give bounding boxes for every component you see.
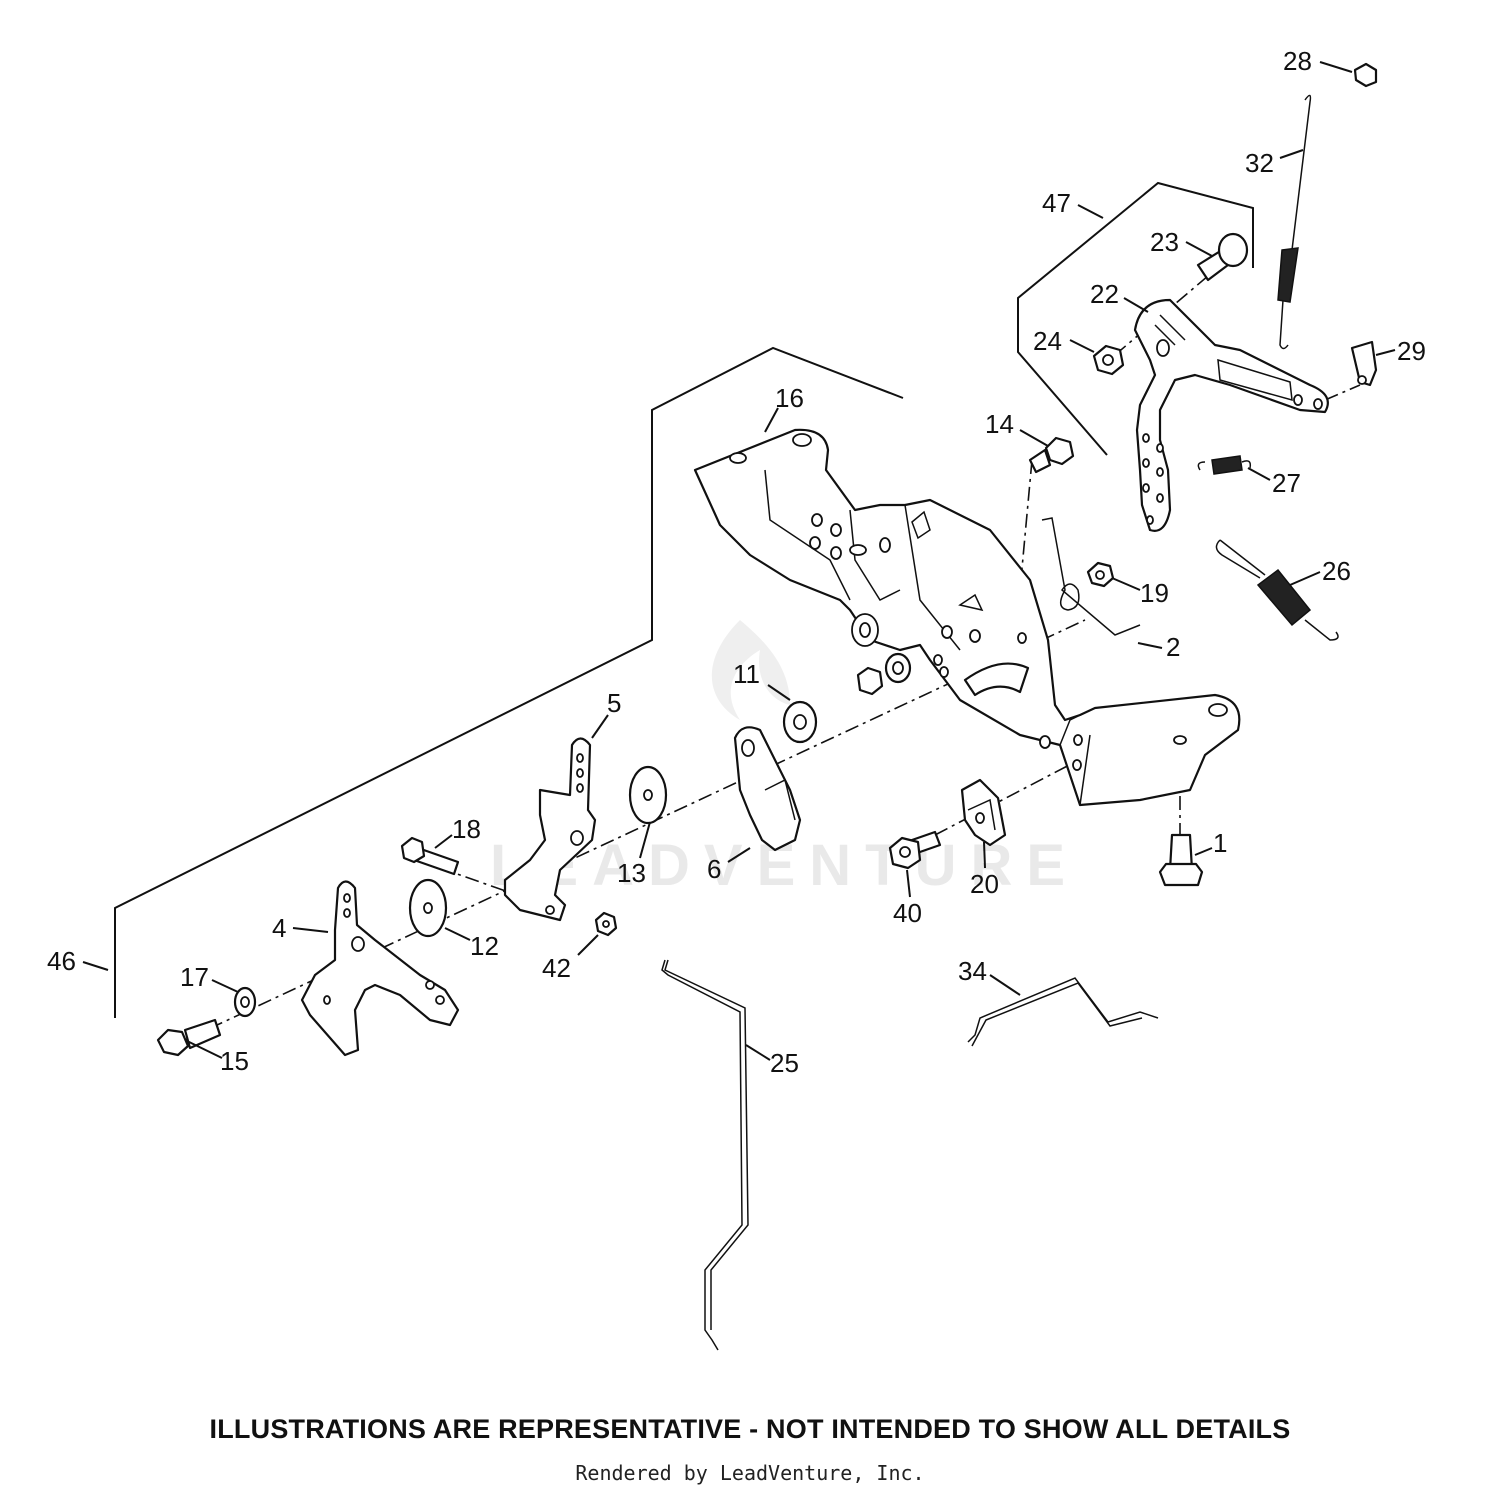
- svg-text:27: 27: [1272, 468, 1301, 498]
- callout-6: 6: [707, 847, 751, 884]
- callout-29: 29: [1375, 336, 1426, 366]
- callout-27: 27: [1247, 467, 1301, 498]
- part-40-bolt: [888, 830, 942, 870]
- svg-text:15: 15: [220, 1046, 249, 1076]
- svg-text:40: 40: [893, 898, 922, 928]
- callout-26: 26: [1289, 556, 1351, 586]
- callout-28: 28: [1283, 46, 1353, 76]
- callout-12: 12: [444, 927, 499, 961]
- part-34-rod: [967, 977, 1159, 1047]
- axis-40: [934, 761, 1076, 836]
- part-27-spring: [1197, 455, 1252, 475]
- part-19-nut: [1086, 561, 1115, 588]
- bracket-46: [114, 346, 904, 1018]
- svg-text:4: 4: [272, 913, 286, 943]
- part-12-washer: [408, 878, 448, 938]
- part-32-spring: [1277, 94, 1312, 350]
- svg-text:32: 32: [1245, 148, 1274, 178]
- callout-13: 13: [617, 821, 651, 888]
- svg-text:5: 5: [607, 688, 621, 718]
- svg-text:34: 34: [958, 956, 987, 986]
- callout-2: 2: [1137, 632, 1180, 662]
- part-22-arm: [1133, 298, 1329, 532]
- callout-22: 22: [1090, 279, 1149, 313]
- callout-15: 15: [184, 1039, 249, 1076]
- callout-32: 32: [1245, 148, 1304, 178]
- svg-text:25: 25: [770, 1048, 799, 1078]
- callout-18: 18: [434, 814, 481, 849]
- callout-14: 14: [985, 409, 1049, 447]
- svg-text:14: 14: [985, 409, 1014, 439]
- part-13-washer: [628, 765, 668, 825]
- callout-19: 19: [1111, 577, 1169, 608]
- svg-text:2: 2: [1166, 632, 1180, 662]
- axis-18: [439, 867, 561, 911]
- svg-text:6: 6: [707, 854, 721, 884]
- bracket-47: [1017, 181, 1254, 456]
- svg-text:47: 47: [1042, 188, 1071, 218]
- callout-20: 20: [970, 841, 999, 899]
- svg-text:11: 11: [733, 659, 760, 689]
- callout-17: 17: [180, 962, 239, 993]
- callout-4: 4: [272, 913, 329, 943]
- callout-46: 46: [47, 946, 109, 976]
- part-25-rod: [661, 959, 749, 1351]
- part-2-spring: [1041, 517, 1141, 636]
- callout-24: 24: [1033, 326, 1095, 356]
- part-23-pin: [1196, 232, 1249, 282]
- svg-text:22: 22: [1090, 279, 1119, 309]
- part-16-plate: [693, 428, 1241, 807]
- callouts: 1 2 4 5 6 11 12 13 14 15 16 17 18 19 20 …: [47, 46, 1426, 1078]
- svg-text:29: 29: [1397, 336, 1426, 366]
- part-26-spring: [1215, 539, 1339, 641]
- part-42-nut: [594, 911, 618, 937]
- svg-text:46: 46: [47, 946, 76, 976]
- svg-text:12: 12: [470, 931, 499, 961]
- svg-text:1: 1: [1213, 828, 1227, 858]
- svg-text:20: 20: [970, 869, 999, 899]
- part-1-bolt: [1158, 833, 1204, 887]
- svg-text:13: 13: [617, 858, 646, 888]
- part-17-washer: [233, 986, 257, 1018]
- callout-34: 34: [958, 956, 1021, 996]
- svg-text:17: 17: [180, 962, 209, 992]
- svg-text:23: 23: [1150, 227, 1179, 257]
- part-15-bolt: [156, 1018, 222, 1057]
- part-14-bolt: [1028, 436, 1075, 474]
- callout-23: 23: [1150, 227, 1213, 257]
- part-4-lever: [300, 880, 460, 1057]
- part-24-nut: [1092, 344, 1125, 376]
- svg-text:42: 42: [542, 953, 571, 983]
- callout-42: 42: [542, 934, 599, 983]
- callout-5: 5: [591, 688, 621, 739]
- credit-text: Rendered by LeadVenture, Inc.: [575, 1461, 925, 1485]
- callout-1: 1: [1194, 828, 1227, 858]
- part-28-bolt: [1353, 62, 1378, 88]
- part-nut-bushing: [856, 652, 912, 696]
- svg-text:19: 19: [1140, 578, 1169, 608]
- callout-40: 40: [893, 869, 922, 928]
- part-29-clip: [1350, 340, 1378, 387]
- part-11-washer: [782, 700, 818, 744]
- callout-25: 25: [745, 1044, 799, 1078]
- axis-29: [1324, 384, 1361, 401]
- callout-16: 16: [764, 383, 804, 433]
- disclaimer-text: ILLUSTRATIONS ARE REPRESENTATIVE - NOT I…: [209, 1414, 1291, 1444]
- callout-11: 11: [733, 659, 791, 701]
- svg-text:24: 24: [1033, 326, 1062, 356]
- part-5-lever: [503, 737, 597, 922]
- svg-text:16: 16: [775, 383, 804, 413]
- part-20-clip: [960, 778, 1007, 847]
- svg-text:26: 26: [1322, 556, 1351, 586]
- part-18-bolt: [400, 836, 460, 876]
- svg-text:18: 18: [452, 814, 481, 844]
- svg-text:28: 28: [1283, 46, 1312, 76]
- part-6-lever: [733, 726, 802, 852]
- callout-47: 47: [1042, 188, 1104, 219]
